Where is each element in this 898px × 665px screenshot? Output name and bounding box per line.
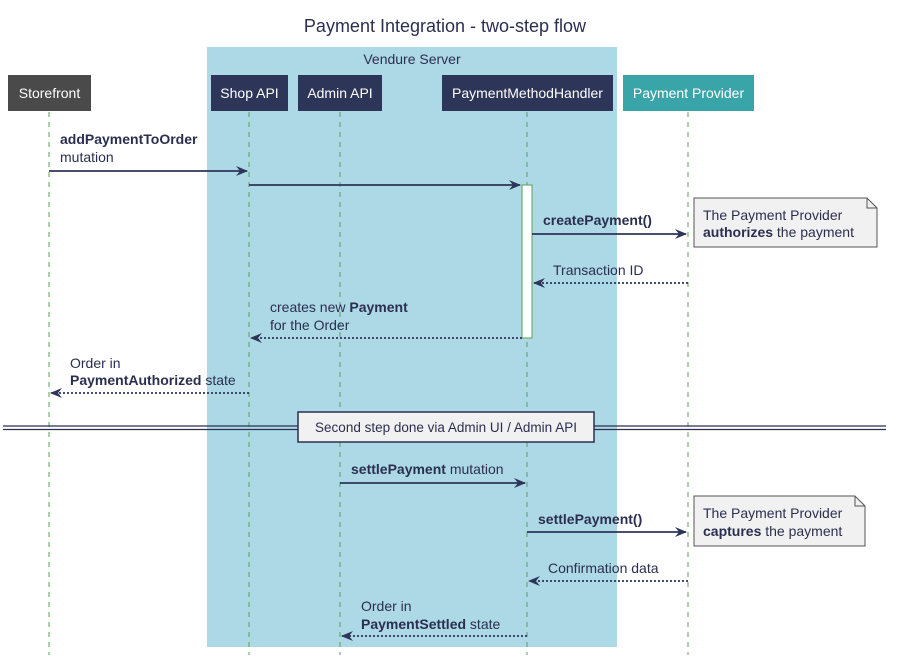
svg-text:Payment Provider: Payment Provider xyxy=(633,85,745,101)
group-title: Vendure Server xyxy=(363,51,461,67)
message-create-payment-label: createPayment() xyxy=(543,212,652,228)
group-box-vendure-server xyxy=(207,47,617,647)
svg-text:Storefront: Storefront xyxy=(19,85,81,101)
note-authorizes: The Payment Provider authorizes the paym… xyxy=(693,197,878,248)
message-confirmation-data-label: Confirmation data xyxy=(548,560,659,576)
note-captures: The Payment Provider captures the paymen… xyxy=(693,495,866,547)
svg-text:Shop API: Shop API xyxy=(220,85,278,101)
svg-text:captures the payment: captures the payment xyxy=(703,523,842,539)
message-order-in-label: Order in xyxy=(70,355,121,371)
message-order-in-settled-label: Order in xyxy=(361,598,412,614)
message-add-payment-to-order-label: addPaymentToOrder xyxy=(60,131,198,147)
message-creates-new-payment-label: creates new Payment xyxy=(270,299,408,315)
message-mutation-label: mutation xyxy=(60,149,114,165)
participant-storefront: Storefront xyxy=(8,75,91,111)
svg-text:Admin API: Admin API xyxy=(307,85,372,101)
svg-text:The Payment Provider: The Payment Provider xyxy=(703,207,843,223)
activation-bar xyxy=(521,184,533,339)
divider: Second step done via Admin UI / Admin AP… xyxy=(3,411,886,443)
participant-payment-method-handler: PaymentMethodHandler xyxy=(442,75,613,111)
svg-text:authorizes the payment: authorizes the payment xyxy=(703,224,854,240)
message-settle-payment-mutation-label: settlePayment mutation xyxy=(351,461,504,477)
message-payment-settled-label: PaymentSettled state xyxy=(361,616,501,632)
participant-admin-api: Admin API xyxy=(298,75,382,111)
message-settle-payment-call-label: settlePayment() xyxy=(538,511,642,527)
svg-text:PaymentMethodHandler: PaymentMethodHandler xyxy=(452,85,603,101)
diagram-title: Payment Integration - two-step flow xyxy=(304,16,587,36)
message-payment-authorized-label: PaymentAuthorized state xyxy=(70,372,236,388)
message-for-the-order-label: for the Order xyxy=(270,317,350,333)
divider-label: Second step done via Admin UI / Admin AP… xyxy=(315,420,577,435)
svg-text:The Payment Provider: The Payment Provider xyxy=(703,505,843,521)
participant-shop-api: Shop API xyxy=(211,75,288,111)
message-transaction-id-label: Transaction ID xyxy=(553,262,644,278)
participant-payment-provider: Payment Provider xyxy=(623,75,754,111)
